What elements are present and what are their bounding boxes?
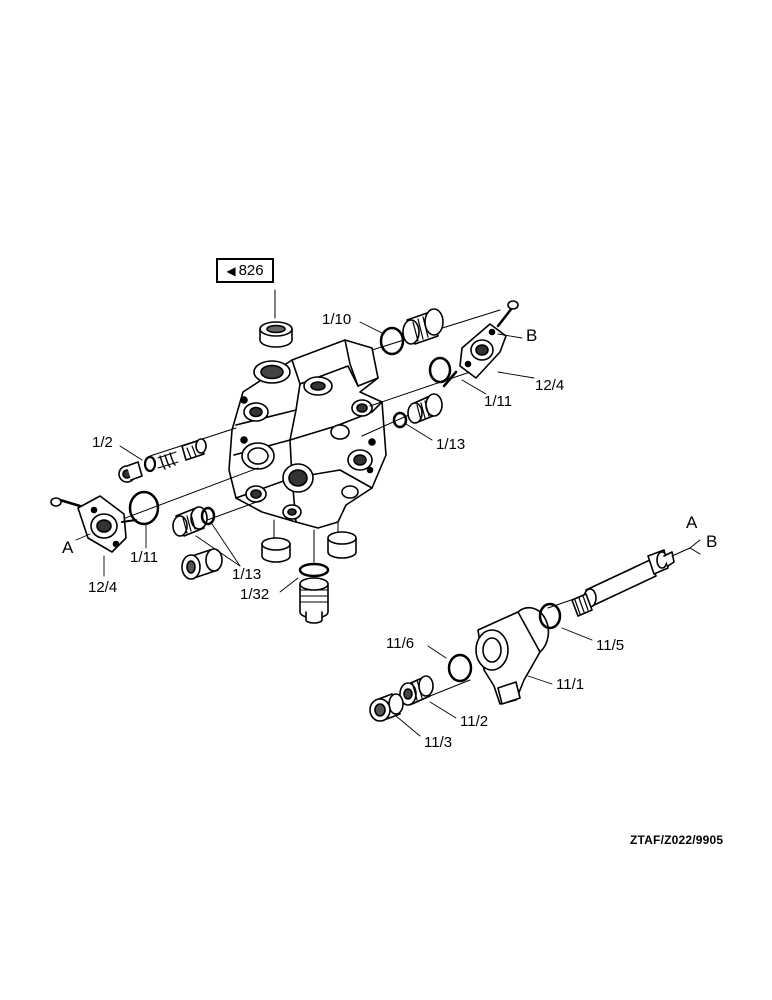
upper-right-parts bbox=[361, 300, 519, 437]
callout-12-4-right: 12/4 bbox=[535, 377, 565, 394]
valve-body bbox=[228, 339, 387, 529]
callout-1-11-right: 1/11 bbox=[484, 393, 513, 410]
leader-lines bbox=[75, 321, 593, 737]
callout-12-4-left: 12/4 bbox=[88, 579, 118, 596]
callout-11-5: 11/5 bbox=[596, 637, 625, 654]
callout-1-32: 1/32 bbox=[240, 586, 270, 603]
callout-b-top: B bbox=[526, 326, 538, 345]
reference-page-number: 826 bbox=[238, 262, 264, 279]
reference-page-box: ◀ 826 bbox=[216, 258, 274, 283]
callout-11-3: 11/3 bbox=[424, 734, 453, 751]
callout-b-spool: B bbox=[706, 532, 718, 551]
callout-11-2: 11/2 bbox=[460, 713, 489, 730]
callout-1-2: 1/2 bbox=[92, 434, 113, 451]
spool-assembly bbox=[369, 539, 701, 722]
drawing-code: ZTAF/Z022/9905 bbox=[630, 833, 724, 847]
callout-a-spool: A bbox=[686, 513, 698, 532]
left-triangle-icon: ◀ bbox=[226, 263, 236, 278]
callout-1-11-left: 1/11 bbox=[130, 549, 159, 566]
left-parts bbox=[50, 427, 263, 580]
callout-1-13-right: 1/13 bbox=[436, 436, 466, 453]
top-plug bbox=[259, 289, 293, 348]
callout-11-6: 11/6 bbox=[386, 635, 415, 652]
callout-a-left: A bbox=[62, 538, 74, 557]
callout-11-1: 11/1 bbox=[556, 676, 585, 693]
bottom-parts bbox=[261, 519, 357, 624]
callout-1-10: 1/10 bbox=[322, 311, 352, 328]
callout-1-13-left: 1/13 bbox=[232, 566, 262, 583]
